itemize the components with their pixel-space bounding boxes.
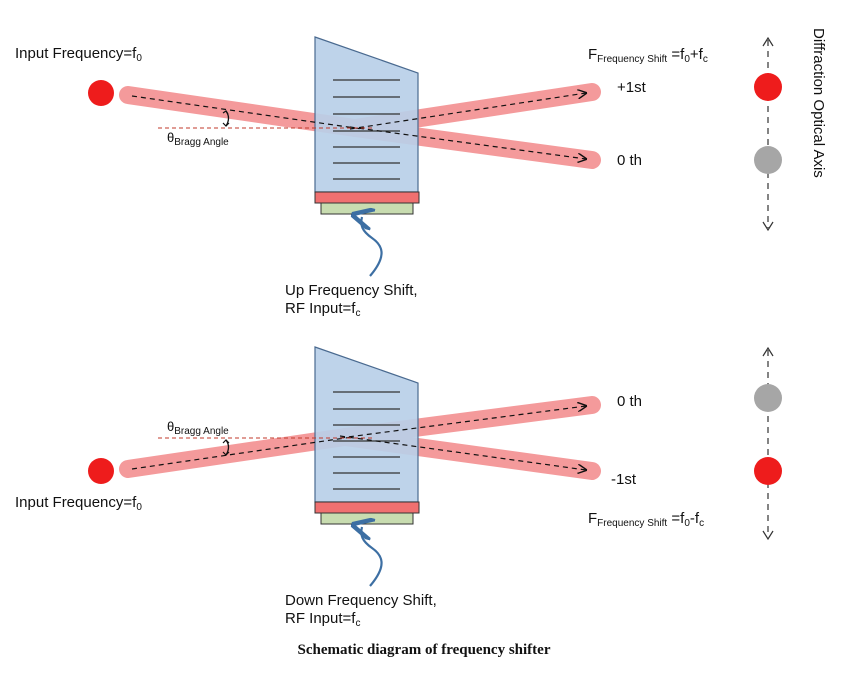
top-rf-label-line1: Up Frequency Shift, (285, 282, 418, 299)
top-axis-dot-zero (754, 146, 782, 174)
bottom-output-frequency-label: FFrequency Shift =f0-fc (588, 510, 705, 529)
bottom-input-dash (131, 436, 353, 470)
top-base (320, 202, 414, 215)
bottom-rf-label-line1: Down Frequency Shift, (285, 592, 437, 609)
top-plus1-dash (349, 93, 586, 130)
bottom-rf-label-line2: RF Input=fc (285, 610, 361, 629)
top-rf-arrow (361, 217, 383, 277)
bottom-rf-arrow (361, 527, 383, 587)
top-order-plus1-label: +1st (617, 79, 646, 96)
top-bragg-angle-label: θBragg Angle (167, 130, 229, 148)
top-axis-dot-plus1 (754, 73, 782, 101)
bottom-base (320, 512, 414, 525)
diffraction-axis-title: Diffraction Optical Axis (810, 28, 827, 178)
bottom-crystal-lines (333, 391, 400, 490)
bottom-input-beam (119, 428, 354, 478)
bottom-axis-dot-zero (754, 384, 782, 412)
bottom-input-frequency-label: Input Frequency=f0 (15, 494, 142, 513)
figure-caption: Schematic diagram of frequency shifter (297, 642, 551, 658)
top-order-zero-label: 0 th (617, 152, 643, 169)
top-zero-dash (349, 126, 586, 159)
bottom-order-minus1-label: -1st (611, 471, 637, 488)
bottom-panel (88, 346, 782, 587)
bottom-axis-dot-minus1 (754, 457, 782, 485)
top-input-dot (88, 80, 114, 106)
top-input-frequency-label: Input Frequency=f0 (15, 45, 142, 64)
top-rf-label-line2: RF Input=fc (285, 300, 361, 319)
bottom-input-dot (88, 458, 114, 484)
bottom-bragg-angle-label: θBragg Angle (167, 419, 229, 437)
top-input-dash (131, 95, 363, 130)
bottom-transducer (314, 501, 420, 514)
top-crystal-lines (333, 79, 400, 180)
top-output-frequency-label: FFrequency Shift =f0+fc (588, 46, 708, 65)
top-transducer (314, 191, 420, 204)
bottom-order-zero-label: 0 th (617, 393, 643, 410)
top-panel (88, 36, 782, 277)
